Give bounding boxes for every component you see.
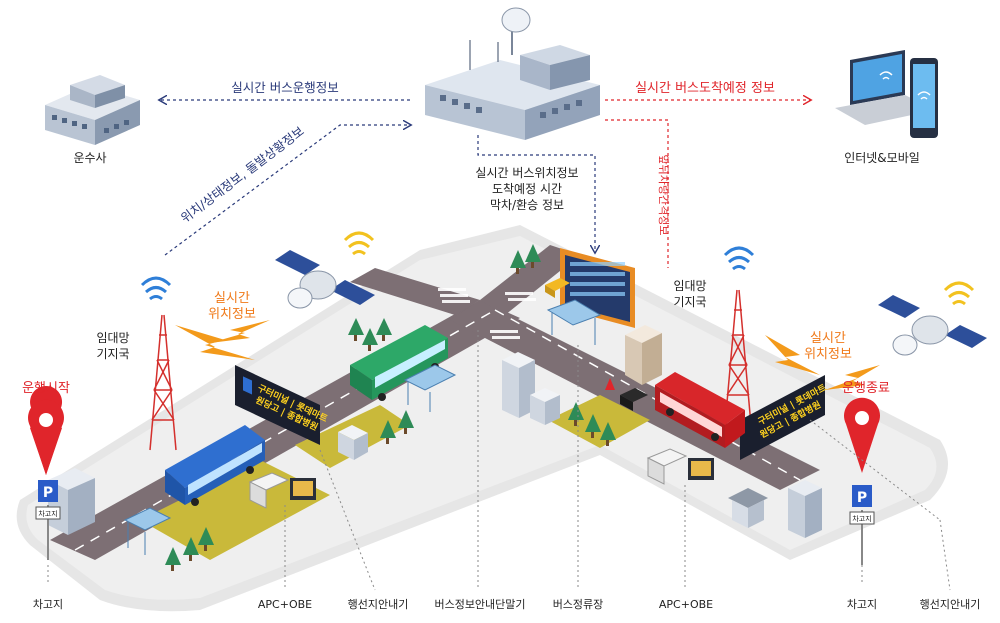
laptop-mobile-icon	[835, 50, 938, 138]
label-garage-right: 차고지	[847, 598, 877, 611]
bus-stop-shelter-1	[403, 364, 457, 412]
label-bus-info-terminal: 버스정보안내단말기	[434, 598, 525, 611]
label-bus-position-info-2: 도착예정 시간	[492, 182, 562, 196]
label-bus-arrival-info: 실시간 버스도착예정 정보	[635, 81, 775, 96]
label-realtime-pos-left-1: 실시간	[214, 291, 250, 306]
leader-lines	[47, 330, 951, 591]
wifi-icon-left-yellow	[343, 231, 375, 256]
traffic-cone-icon	[605, 378, 615, 390]
label-apc-obe-right: APC+OBE	[659, 598, 713, 611]
parking-p-right: P	[857, 490, 867, 506]
label-base-station-right-1: 임대망	[673, 279, 706, 293]
label-bus-position-info-3: 막차/환승 정보	[490, 198, 564, 212]
label-base-station-left-1: 임대망	[96, 331, 129, 345]
end-location-pin-icon	[844, 397, 880, 473]
label-bus-operation-info: 실시간 버스운행정보	[231, 80, 338, 95]
bus-stop-shelter-3	[123, 507, 172, 555]
label-base-station-right-2: 기지국	[673, 295, 706, 309]
label-vehicle-interval-info: 앞뒤차량간격정보	[657, 155, 670, 236]
label-route-display: 행선지안내기	[348, 598, 409, 611]
bus-stop-shelter-2	[546, 299, 602, 345]
bus-blue	[165, 425, 265, 506]
satellite-left-icon	[275, 250, 375, 309]
label-bus-position-info-1: 실시간 버스위치정보	[475, 166, 578, 180]
radio-tower-left	[149, 314, 177, 451]
label-garage-left: 차고지	[33, 598, 63, 611]
label-position-status-info: 위치/상태정보, 돌발상황정보	[178, 123, 307, 225]
trees	[165, 244, 616, 571]
tree-cluster	[348, 318, 364, 341]
parking-sign-right: P 차고지	[849, 485, 875, 565]
wifi-icon-right-yellow	[943, 281, 975, 306]
label-route-display-right: 행선지안내기	[920, 598, 981, 611]
apc-obe-device-left	[248, 472, 316, 509]
control-center-building	[425, 7, 600, 140]
label-realtime-pos-left-2: 위치정보	[208, 307, 256, 322]
label-operator: 운수사	[73, 151, 106, 165]
start-location-pin-icon	[28, 386, 65, 475]
flow-arrows	[160, 100, 810, 268]
garage-plate-left: 차고지	[38, 509, 57, 518]
label-bus-stop: 버스정류장	[553, 598, 604, 611]
taxi	[545, 278, 570, 298]
radio-tower-right	[724, 289, 752, 426]
satellite-dish-icon	[501, 7, 531, 55]
label-apc-obe-left: APC+OBE	[258, 598, 312, 611]
wifi-icon-left-blue	[140, 276, 172, 301]
bus-red	[655, 372, 745, 448]
label-internet-mobile: 인터넷&모바일	[844, 151, 920, 165]
label-realtime-pos-right-2: 위치정보	[804, 347, 852, 362]
label-end: 운행종료	[842, 380, 890, 396]
apc-obe-device-right	[646, 448, 714, 485]
bus-green	[350, 325, 448, 401]
car-dark	[620, 388, 648, 411]
parking-sign-left: P 차고지	[35, 480, 61, 560]
label-start: 운행시작	[22, 380, 70, 396]
parking-p-left: P	[43, 485, 53, 501]
label-base-station-left-2: 기지국	[96, 347, 129, 361]
operator-building	[45, 75, 140, 145]
label-realtime-pos-right-1: 실시간	[810, 331, 846, 346]
wifi-icon-right-blue	[723, 246, 755, 271]
garage-plate-right: 차고지	[852, 514, 871, 523]
signal-bolts	[175, 320, 880, 390]
satellite-right-icon	[878, 295, 987, 356]
small-buildings	[48, 325, 822, 538]
